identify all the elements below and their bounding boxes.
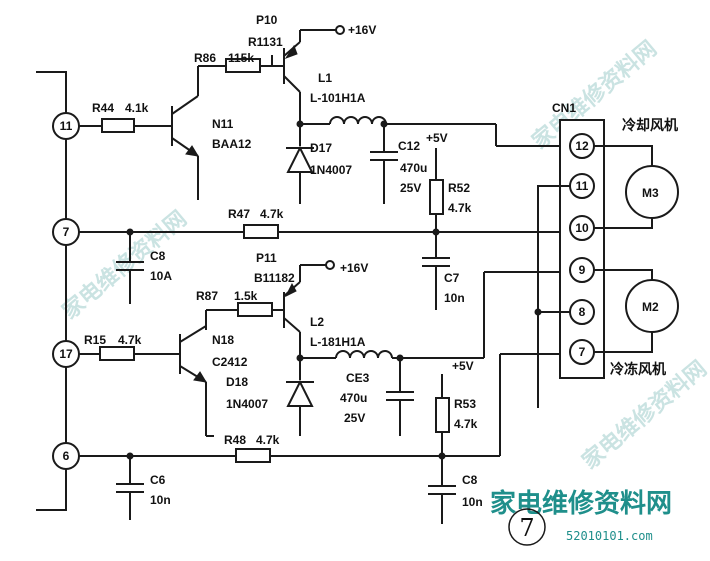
ce3-label: CE3: [346, 371, 370, 385]
p10-label: P10: [256, 13, 278, 27]
d18-label: D18: [226, 375, 248, 389]
junction: [534, 308, 542, 316]
cn1-pin-12-label: 12: [575, 139, 589, 153]
node-11-label: 11: [60, 119, 73, 133]
n18-type: C2412: [212, 355, 248, 369]
c7-value: 10n: [444, 291, 465, 305]
r86-label: R86: [194, 51, 216, 65]
n11-label: N11: [212, 117, 234, 131]
wire: [594, 145, 653, 166]
r53-label: R53: [454, 397, 476, 411]
cn1-pin-7-label: 7: [579, 345, 586, 359]
inductor-l1: [329, 116, 387, 125]
junction: [432, 228, 440, 236]
diode-d18: [286, 379, 314, 407]
r87-label: R87: [196, 289, 218, 303]
brand-name: 家电维修资料网: [490, 488, 672, 519]
m3-function-label: 冷却风机: [622, 117, 678, 133]
r15-label: R15: [84, 333, 106, 347]
c12-value: 470u: [400, 161, 427, 175]
brand-url: 52010101.com: [566, 529, 653, 543]
v5-1: +5V: [426, 131, 448, 145]
watermark-1: 家电维修资料网: [57, 206, 192, 325]
c6-value: 10n: [150, 493, 171, 507]
v5-2: +5V: [452, 359, 474, 373]
page-number: 7: [519, 514, 534, 542]
m3-label: M3: [642, 186, 659, 200]
transistor-n11: [171, 66, 199, 200]
ce3-voltage: 25V: [344, 411, 365, 425]
r48-value: 4.7k: [256, 433, 280, 447]
r1131-label: R1131: [248, 35, 283, 49]
r48-label: R48: [224, 433, 246, 447]
transistor-p10: [272, 29, 336, 124]
l1-label: L1: [318, 71, 332, 85]
m2-label: M2: [642, 300, 659, 314]
transistor-n18: [179, 325, 214, 437]
c6-label: C6: [150, 473, 166, 487]
resistor-r47: [243, 224, 279, 239]
page-number-circle: [508, 508, 546, 546]
resistor-r53: [435, 397, 450, 433]
node-7-label: 7: [63, 225, 70, 239]
d18-type: 1N4007: [226, 397, 268, 411]
vplus-terminal-1: [335, 25, 345, 35]
n11-type: BAA12: [212, 137, 252, 151]
wire: [537, 185, 570, 408]
cn1-pin-8-label: 8: [579, 305, 586, 319]
r44-label: R44: [92, 101, 114, 115]
resistor-r15: [99, 346, 135, 361]
c8b-label: C8: [462, 473, 478, 487]
r44-value: 4.1k: [125, 101, 149, 115]
b1182-label: B11182: [254, 271, 295, 285]
c7-label: C7: [444, 271, 460, 285]
c12-voltage: 25V: [400, 181, 421, 195]
c8b-value: 10n: [462, 495, 483, 509]
vplus-terminal-2: [325, 260, 335, 270]
node-6-label: 6: [63, 449, 70, 463]
connector-cn1: [559, 119, 605, 379]
r47-label: R47: [228, 207, 250, 221]
l2-label: L2: [310, 315, 324, 329]
r87-value: 1.5k: [234, 289, 258, 303]
c8-label: C8: [150, 249, 166, 263]
diode-d17: [286, 145, 314, 173]
resistor-r44: [101, 118, 135, 133]
junction: [438, 452, 446, 460]
d17-type: 1N4007: [310, 163, 352, 177]
r52-label: R52: [448, 181, 470, 195]
cn1-pin-9-label: 9: [579, 263, 586, 277]
r52-value: 4.7k: [448, 201, 472, 215]
m2-function-label: 冷冻风机: [610, 361, 666, 377]
r15-value: 4.7k: [118, 333, 142, 347]
l2-type: L-181H1A: [310, 335, 366, 349]
wire: [594, 269, 653, 280]
p11-label: P11: [256, 251, 277, 265]
c12-label: C12: [398, 139, 420, 153]
ce3-value: 470u: [340, 391, 367, 405]
resistor-r87: [237, 302, 273, 317]
cn1-pin-11-label: 11: [576, 179, 589, 193]
vplus-1: +16V: [348, 23, 376, 37]
n18-label: N18: [212, 333, 234, 347]
vplus-2: +16V: [340, 261, 368, 275]
d17-label: D17: [310, 141, 332, 155]
cn1-label: CN1: [552, 101, 576, 115]
resistor-r48: [235, 448, 271, 463]
r47-value: 4.7k: [260, 207, 284, 221]
c8-value: 10A: [150, 269, 172, 283]
transistor-p11: [283, 264, 326, 358]
left-bus: [36, 71, 67, 511]
inductor-l2: [335, 350, 393, 359]
node-17-label: 17: [59, 347, 73, 361]
wire: [594, 218, 653, 229]
cn1-pin-10-label: 10: [575, 221, 589, 235]
resistor-r52: [429, 179, 444, 215]
r86-value: 115k: [228, 51, 254, 65]
wire: [594, 332, 653, 353]
r53-value: 4.7k: [454, 417, 478, 431]
l1-type: L-101H1A: [310, 91, 366, 105]
